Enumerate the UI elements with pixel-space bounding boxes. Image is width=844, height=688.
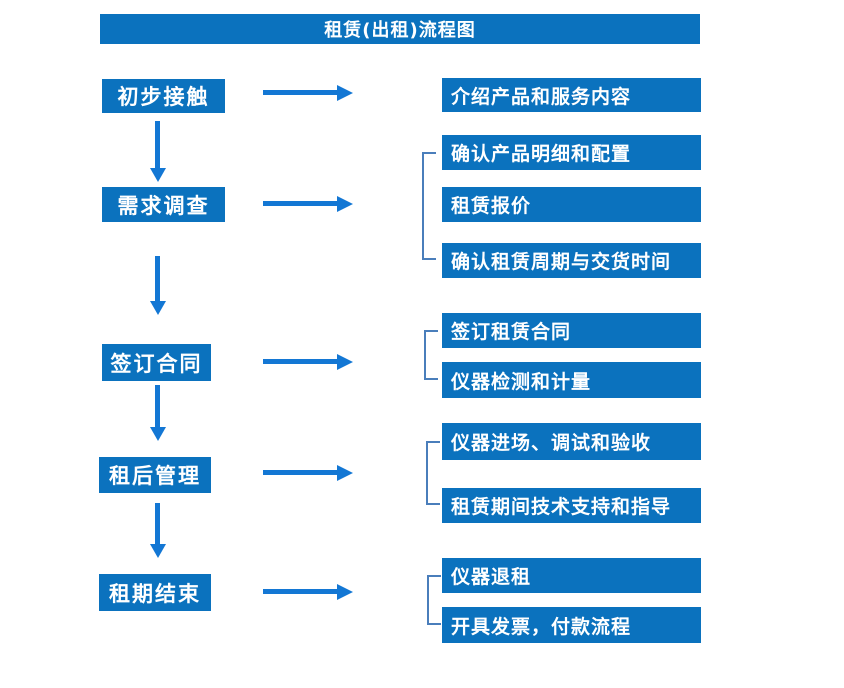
- step-box-post-rental-management: 租后管理: [99, 457, 211, 493]
- step-box-rental-end: 租期结束: [99, 574, 211, 611]
- down-arrow-1: [155, 121, 160, 168]
- output-box-sign-rental-contract: 签订租赁合同: [442, 313, 701, 348]
- diagram-title: 租赁(出租)流程图: [100, 14, 700, 44]
- right-arrow-4: [263, 470, 337, 475]
- bracket-group-2: [422, 152, 436, 260]
- output-box-intro-products: 介绍产品和服务内容: [442, 78, 701, 112]
- step-box-demand-survey: 需求调查: [102, 187, 225, 222]
- right-arrow-3: [263, 359, 337, 364]
- step-box-sign-contract: 签订合同: [102, 344, 211, 381]
- output-box-instrument-return: 仪器退租: [442, 558, 701, 593]
- step-box-initial-contact: 初步接触: [102, 79, 225, 113]
- output-box-confirm-rental-period: 确认租赁周期与交货时间: [442, 243, 701, 278]
- bracket-group-3: [424, 330, 438, 380]
- output-box-confirm-product-details: 确认产品明细和配置: [442, 135, 701, 170]
- output-box-rental-quote: 租赁报价: [442, 187, 701, 222]
- right-arrow-1: [263, 90, 337, 95]
- output-box-instrument-setup: 仪器进场、调试和验收: [442, 423, 701, 460]
- output-box-tech-support: 租赁期间技术支持和指导: [442, 488, 701, 523]
- bracket-group-5: [427, 575, 441, 625]
- output-box-invoice-payment: 开具发票，付款流程: [442, 607, 701, 643]
- bracket-group-4: [426, 441, 440, 505]
- down-arrow-3: [155, 385, 160, 427]
- right-arrow-5: [263, 589, 337, 594]
- right-arrow-2: [263, 201, 337, 206]
- output-box-instrument-testing: 仪器检测和计量: [442, 362, 701, 398]
- down-arrow-2: [155, 256, 160, 301]
- down-arrow-4: [155, 503, 160, 544]
